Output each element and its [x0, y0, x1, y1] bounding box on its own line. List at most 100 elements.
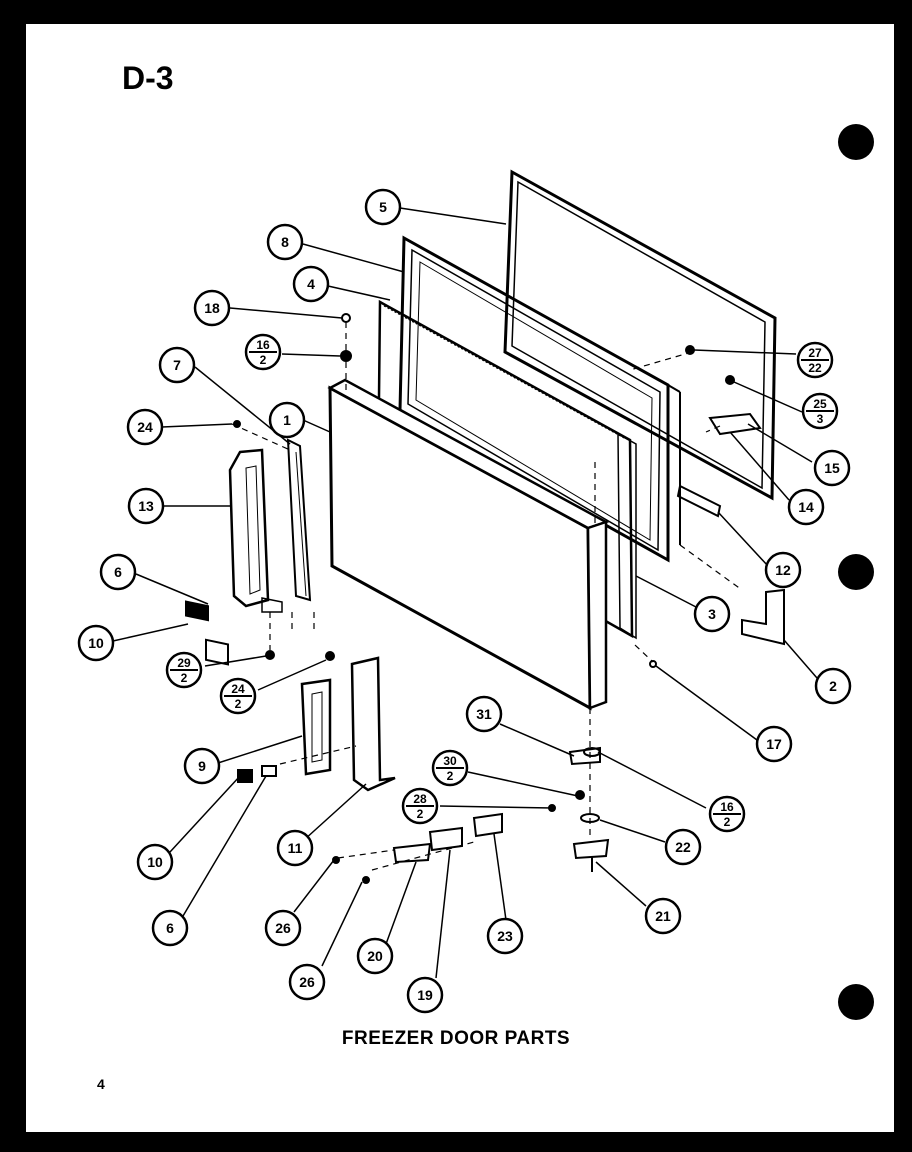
callout-c19: 19	[406, 976, 444, 1014]
callout-number: 2	[829, 678, 837, 694]
cap-10b	[237, 769, 253, 783]
callout-number: 16	[256, 338, 270, 352]
callout-group: 5841816271241361029224291061126262019232…	[77, 188, 852, 1014]
callout-c3: 3	[693, 595, 731, 633]
screw-26a	[332, 856, 340, 864]
callout-number: 3	[708, 606, 716, 622]
screw-24b	[325, 651, 335, 661]
callout-c26b: 26	[288, 963, 326, 1001]
callout-quantity: 2	[447, 769, 454, 783]
callout-number: 7	[173, 357, 181, 373]
callout-c18: 18	[193, 289, 231, 327]
callout-number: 25	[813, 397, 827, 411]
left-trim-7	[286, 438, 312, 602]
callout-c26a: 26	[264, 909, 302, 947]
inner-liner	[398, 235, 681, 563]
screw-16a	[340, 350, 352, 362]
callout-c31: 31	[465, 695, 503, 733]
callout-quantity: 22	[808, 361, 822, 375]
callout-number: 31	[476, 706, 492, 722]
callout-number: 23	[497, 928, 513, 944]
callout-number: 11	[288, 840, 303, 856]
hinge-20	[392, 842, 432, 864]
alignment-lines	[231, 322, 743, 871]
callout-c5: 5	[364, 188, 402, 226]
hinge-19	[428, 826, 463, 852]
callout-number: 6	[114, 564, 122, 580]
cap-10a	[185, 600, 209, 622]
gasket-frame	[503, 169, 777, 501]
callout-c21: 21	[644, 897, 682, 935]
callout-number: 14	[798, 499, 814, 515]
binder-hole-top	[838, 124, 874, 160]
callout-c15: 15	[813, 449, 851, 487]
washer-30	[575, 790, 585, 800]
callout-c6a: 6	[99, 553, 137, 591]
callout-c4: 4	[292, 265, 330, 303]
callout-quantity: 2	[417, 807, 424, 821]
cap-6b	[261, 765, 277, 777]
callout-c12: 12	[764, 551, 802, 589]
callout-number: 20	[367, 948, 383, 964]
screw-29	[265, 650, 275, 660]
callout-quantity: 2	[724, 815, 731, 829]
callout-c8: 8	[266, 223, 304, 261]
callout-c13: 13	[127, 487, 165, 525]
hinge-15	[708, 412, 762, 436]
callout-number: 5	[379, 199, 387, 215]
callout-c10b: 10	[136, 843, 174, 881]
callout-number: 24	[137, 419, 153, 435]
callout-number: 26	[275, 920, 291, 936]
hinge-31	[568, 746, 601, 766]
page-number: 4	[97, 1076, 105, 1092]
callout-number: 1	[283, 412, 291, 428]
callout-number: 30	[443, 754, 457, 768]
callout-quantity: 2	[181, 671, 188, 685]
callout-c2: 2	[814, 667, 852, 705]
callout-c29: 292	[165, 651, 203, 689]
callout-number: 29	[177, 656, 191, 670]
callout-c22: 22	[664, 828, 702, 866]
screw-26b	[362, 876, 370, 884]
callout-c7: 7	[158, 346, 196, 384]
callout-number: 12	[775, 562, 791, 578]
plug-18	[341, 313, 351, 323]
handle-9	[300, 678, 332, 776]
callout-c20: 20	[356, 937, 394, 975]
callout-number: 13	[138, 498, 154, 514]
diagram-code: D-3	[122, 60, 174, 96]
callout-number: 9	[198, 758, 206, 774]
screw-25	[725, 375, 735, 385]
callout-quantity: 2	[235, 697, 242, 711]
callout-quantity: 2	[260, 353, 267, 367]
callout-c24b: 242	[219, 677, 257, 715]
bracket-12	[676, 484, 722, 518]
callout-number: 28	[413, 792, 427, 806]
cap-6a	[205, 638, 229, 666]
callout-number: 21	[655, 908, 671, 924]
callout-number: 24	[231, 682, 245, 696]
bracket-2	[741, 588, 785, 646]
handle-13	[228, 448, 283, 613]
callout-number: 4	[307, 276, 315, 292]
callout-number: 16	[720, 800, 734, 814]
callout-number: 26	[299, 974, 315, 990]
callout-number: 8	[281, 234, 289, 250]
binder-hole-bottom	[838, 984, 874, 1020]
trim-11	[350, 656, 396, 792]
callout-number: 15	[824, 460, 840, 476]
callout-c14: 14	[787, 488, 825, 526]
callout-quantity: 3	[817, 412, 824, 426]
callout-number: 10	[147, 854, 163, 870]
plug-17	[649, 660, 657, 668]
callout-c16b: 162	[708, 795, 746, 833]
callout-number: 6	[166, 920, 174, 936]
callout-c28: 282	[401, 787, 439, 825]
leader-lines	[112, 207, 818, 979]
callout-number: 10	[88, 635, 104, 651]
callout-c30: 302	[431, 749, 469, 787]
callout-number: 17	[766, 736, 782, 752]
